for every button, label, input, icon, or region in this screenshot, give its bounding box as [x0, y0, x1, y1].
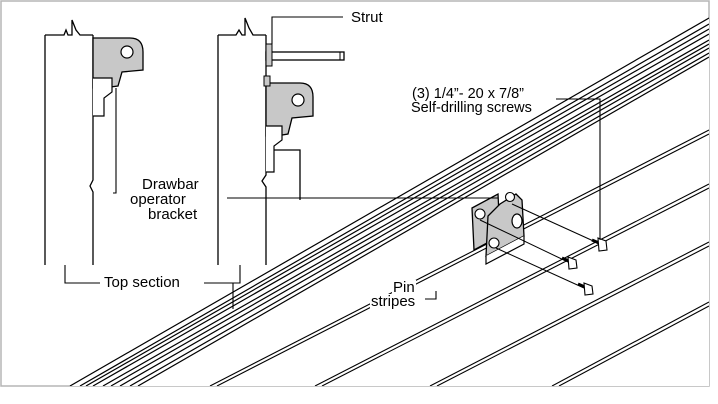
screw-alignment-lines [479, 203, 601, 289]
bracket-left [92, 37, 144, 117]
strut-leader [271, 16, 343, 44]
door-panel [69, 17, 709, 386]
pin-stripes-label-line1: Pin [392, 279, 416, 296]
screw-2 [561, 256, 578, 270]
top-section-label: Top section [104, 274, 180, 291]
screw-1 [591, 237, 608, 252]
screws-label-line2: Self-drilling screws [410, 100, 533, 116]
leader-lines [64, 16, 601, 309]
pin-stripes-label-line2: stripes [370, 293, 417, 310]
panel-edge-lines [69, 17, 709, 386]
pin-stripe-lines [209, 129, 709, 386]
top-section-leader-left [64, 265, 100, 284]
bracket-label-line2: operator [129, 191, 187, 208]
top-section-leader-right [204, 265, 241, 284]
bracket-label-line1: Drawbar [141, 176, 200, 193]
bracket-leader-upper [113, 88, 117, 194]
bracket-label-line3: bracket [147, 206, 199, 223]
bracket-right [263, 75, 314, 173]
pin-stripes-leader [425, 291, 437, 300]
strut [265, 43, 345, 67]
operator-bracket-on-door [471, 191, 525, 265]
strut-label: Strut [351, 9, 383, 26]
screw-3 [577, 282, 594, 296]
screws-leader [556, 98, 601, 240]
top-section-left [44, 19, 94, 265]
screws-label-line1: (3) 1/4”- 20 x 7/8” [411, 86, 526, 102]
